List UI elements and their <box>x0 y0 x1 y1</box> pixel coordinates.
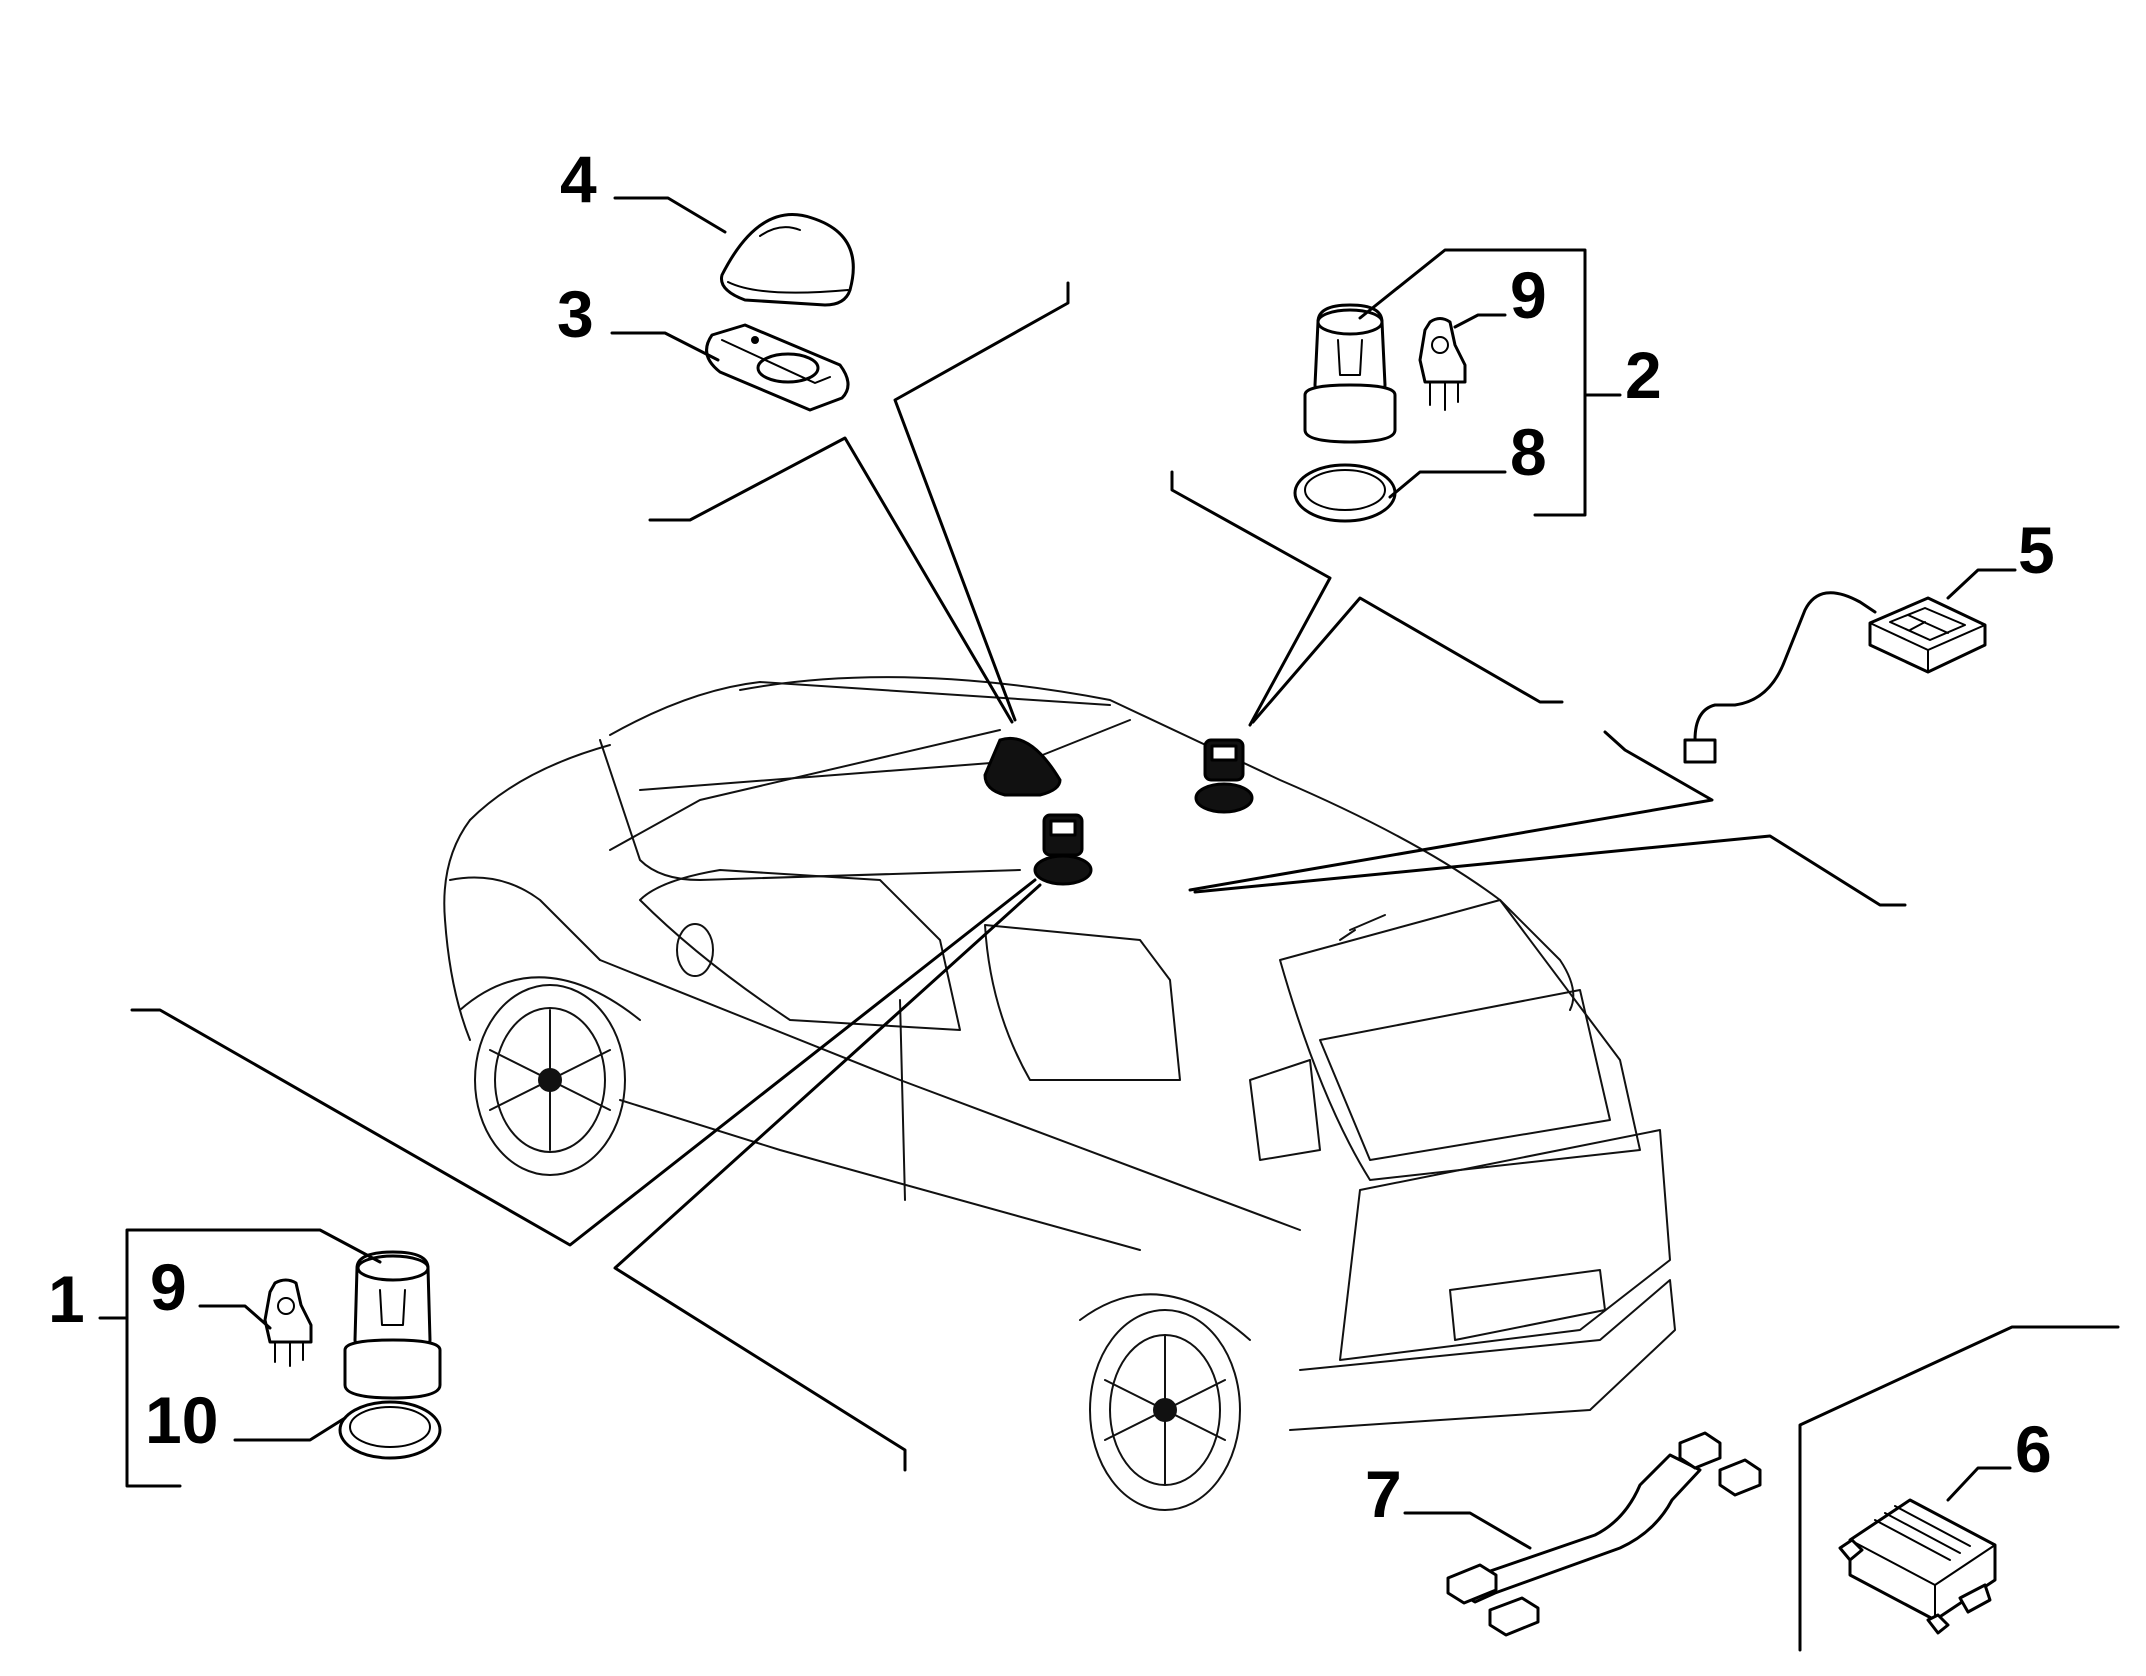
part-seal-ring-10 <box>338 1400 442 1460</box>
part-rotating-beacon-1 <box>343 1250 442 1400</box>
part-antenna-base <box>705 323 850 412</box>
roof-beacon-right-mounted <box>1194 738 1254 814</box>
callout-5: 5 <box>2018 513 2055 587</box>
callout-1: 1 <box>48 1262 85 1336</box>
roof-antenna-mounted <box>983 736 1062 797</box>
car-illustration <box>443 676 1676 1511</box>
callout-line-7 <box>1403 1511 1532 1550</box>
callout-2: 2 <box>1625 338 1662 412</box>
callout-line-10 <box>233 1416 347 1442</box>
callout-9-left: 9 <box>150 1250 187 1324</box>
bracket-2 <box>1358 248 1587 517</box>
callout-10: 10 <box>145 1383 218 1457</box>
part-wiring-bar-7 <box>1446 1431 1762 1637</box>
part-control-switch-5 <box>1683 591 1987 764</box>
callout-6: 6 <box>2015 1412 2052 1486</box>
callout-line-5 <box>1946 568 2017 600</box>
callout-line-8 <box>1388 470 1507 499</box>
callout-9-top: 9 <box>1510 258 1547 332</box>
callout-line-3 <box>610 331 720 362</box>
part-bulb-clip-9-top <box>1418 317 1467 411</box>
callout-8: 8 <box>1510 415 1547 489</box>
callout-3: 3 <box>557 277 594 351</box>
callout-line-4 <box>613 196 727 234</box>
leader-lines <box>130 281 2120 1652</box>
callout-line-9-left <box>198 1304 272 1330</box>
callout-7: 7 <box>1365 1457 1402 1531</box>
callout-4: 4 <box>560 142 597 216</box>
callout-line-9-top <box>1453 313 1507 329</box>
part-control-unit-6 <box>1838 1498 1997 1635</box>
part-rotating-beacon-2 <box>1303 303 1397 444</box>
roof-beacon-left-mounted <box>1033 813 1093 886</box>
bracket-1 <box>125 1228 382 1488</box>
part-antenna-cover <box>719 213 855 307</box>
part-bulb-clip-9-left <box>263 1278 313 1367</box>
part-seal-ring-8 <box>1293 463 1397 523</box>
callout-line-6 <box>1946 1466 2012 1502</box>
